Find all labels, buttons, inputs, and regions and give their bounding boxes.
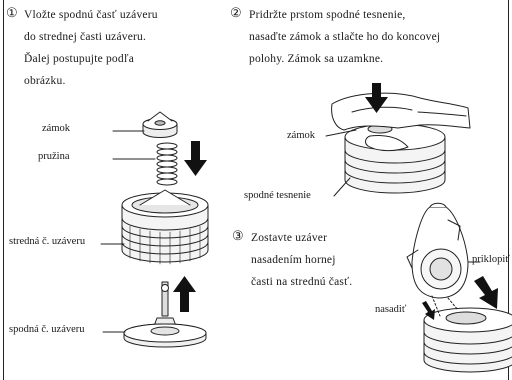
label-spodna: spodná č. uzáveru [9, 324, 85, 335]
label-zamok-1: zámok [42, 123, 70, 134]
label-nasadit: nasadiť [375, 304, 406, 315]
up-arrow-1 [173, 276, 196, 312]
curved-arrow-priklopit [474, 276, 498, 309]
label-stredna: stredná č. uzáveru [9, 236, 85, 247]
middle-cap-part [122, 190, 208, 264]
label-tesnenie: spodné tesnenie [244, 190, 311, 201]
lock-part-1 [143, 112, 177, 138]
label-zamok-2: zámok [287, 130, 315, 141]
down-arrow-1 [184, 141, 207, 176]
cap-with-hand [332, 93, 470, 193]
spring-part [157, 143, 177, 185]
leader-tesnenie [334, 178, 350, 196]
lower-assembly-part [424, 296, 512, 372]
label-pruzina: pružina [38, 151, 70, 162]
label-priklopit: priklopiť [472, 254, 510, 265]
upper-lid-part [407, 203, 468, 298]
